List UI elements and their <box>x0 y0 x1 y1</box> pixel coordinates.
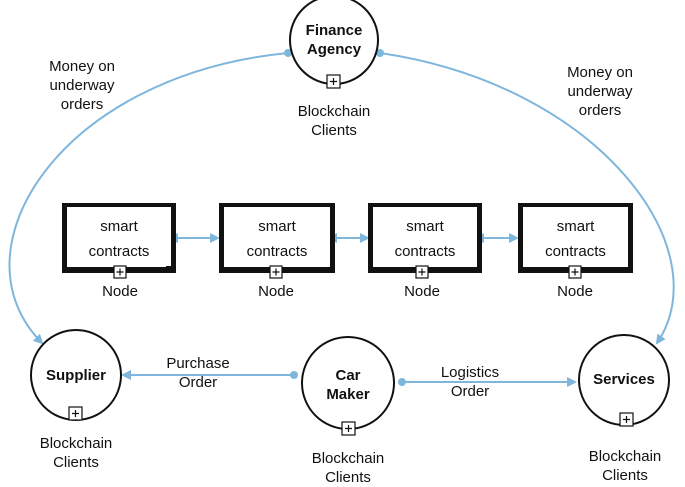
node-box-2 <box>219 203 335 279</box>
services-caption: Blockchain Clients <box>566 447 684 485</box>
purchase-order-label-line2: Order <box>178 374 218 391</box>
node-3-text: smart contracts <box>373 214 477 264</box>
node-box-1 <box>62 203 176 279</box>
car-maker-caption: Blockchain Clients <box>288 449 408 487</box>
purchase-order-start-dot <box>290 371 298 379</box>
logistics-order-label-line2: Order <box>450 383 490 400</box>
money-flow-left-label-line3: orders <box>60 96 104 113</box>
node-2-caption: Node <box>258 283 294 300</box>
supplier-expand-icon <box>68 406 83 421</box>
finance-agency-label-line1: Finance <box>305 22 363 39</box>
money-flow-right-start-dot <box>376 49 384 57</box>
money-flow-right-label: Money on underway orders <box>540 63 660 120</box>
logistics-order-start-dot <box>398 378 406 386</box>
car-maker-expand-icon <box>341 421 356 436</box>
node-2-text-line1: smart <box>258 218 296 235</box>
node-1-text-line1: smart <box>100 218 138 235</box>
car-maker-label-line2: Maker <box>326 386 370 403</box>
money-flow-left-label: Money on underway orders <box>22 57 142 114</box>
services-caption-line1: Blockchain <box>588 448 662 465</box>
finance-agency-label-line2: Agency <box>306 41 362 58</box>
purchase-order-label-line1: Purchase <box>166 355 230 372</box>
node-4-text: smart contracts <box>523 214 628 264</box>
finance-agency-label: Finance Agency <box>290 21 378 59</box>
finance-agency-caption-line1: Blockchain <box>297 103 371 120</box>
money-flow-left-start-dot <box>284 49 292 57</box>
money-flow-right-label-line1: Money on <box>567 64 633 81</box>
car-maker-label: Car Maker <box>304 366 392 404</box>
supplier-label: Supplier <box>45 367 106 384</box>
finance-agency-caption-line2: Clients <box>311 122 357 139</box>
money-flow-left-label-line2: underway <box>49 77 115 94</box>
node-4-caption: Node <box>557 283 593 300</box>
finance-agency-expand-icon <box>326 74 341 89</box>
supplier-caption-line1: Blockchain <box>39 435 113 452</box>
logistics-order-label-line1: Logistics <box>440 364 500 381</box>
purchase-order-label: Purchase Order <box>138 354 258 392</box>
money-flow-right-label-line2: underway <box>567 83 633 100</box>
logistics-order-label: Logistics Order <box>410 363 530 401</box>
node-1-text: smart contracts <box>67 214 171 264</box>
car-maker-label-line1: Car <box>335 367 361 384</box>
node-box-3 <box>368 203 482 279</box>
node-4-text-line1: smart <box>556 218 595 235</box>
services-expand-icon <box>619 412 634 427</box>
car-maker-caption-line1: Blockchain <box>311 450 385 467</box>
node-3-text-line1: smart <box>406 218 444 235</box>
money-flow-right-label-line3: orders <box>578 102 622 119</box>
node-2-text: smart contracts <box>224 214 330 264</box>
node-1-caption: Node <box>102 283 138 300</box>
node-2-text-line2: contracts <box>246 243 308 260</box>
supplier-caption: Blockchain Clients <box>16 434 136 472</box>
money-flow-right-arrow <box>379 52 675 345</box>
services-label: Services <box>593 371 655 388</box>
car-maker-caption-line2: Clients <box>325 469 371 486</box>
node-1-text-line2: contracts <box>88 243 150 260</box>
supplier-caption-line2: Clients <box>53 454 99 471</box>
node-3-caption: Node <box>404 283 440 300</box>
node-box-4 <box>518 203 633 279</box>
finance-agency-caption: Blockchain Clients <box>274 102 394 140</box>
node-3-text-line2: contracts <box>394 243 456 260</box>
services-caption-line2: Clients <box>602 467 648 484</box>
node-4-text-line2: contracts <box>545 243 606 260</box>
money-flow-left-arrow <box>8 52 289 345</box>
money-flow-left-label-line1: Money on <box>49 58 115 75</box>
